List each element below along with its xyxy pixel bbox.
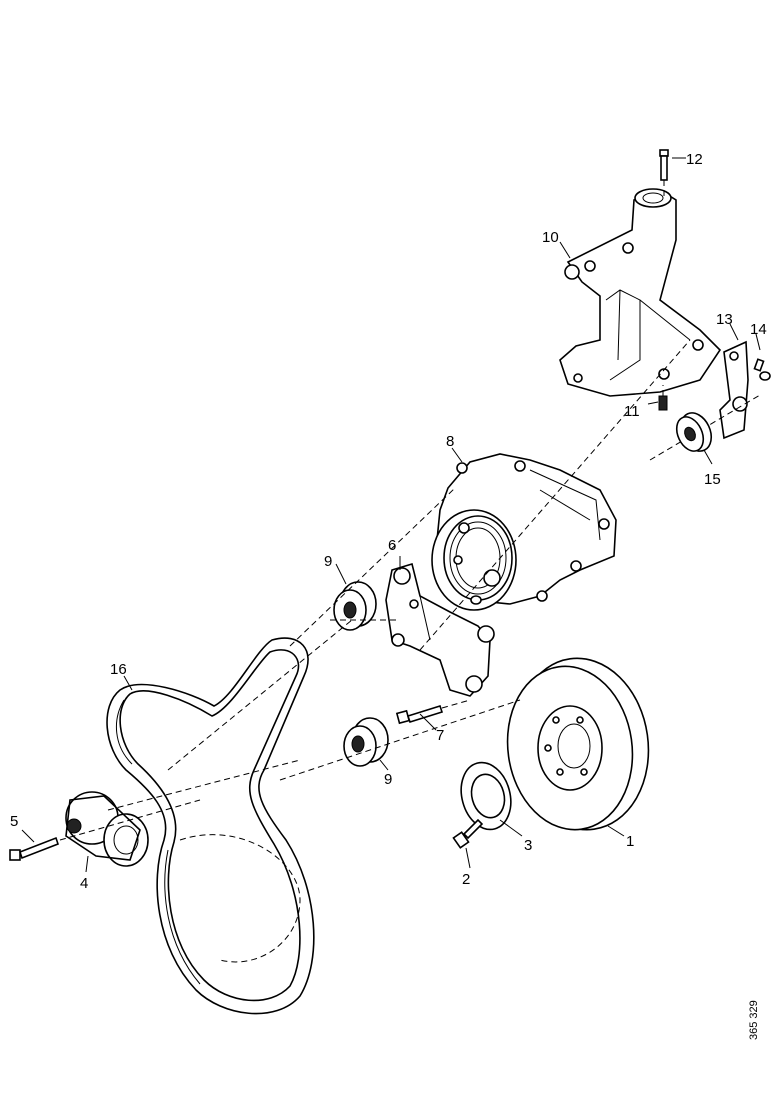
bolt-5 bbox=[9, 836, 59, 861]
callout-9-upper: 9 bbox=[324, 553, 332, 570]
callout-3: 3 bbox=[524, 837, 532, 854]
reference-number: 365 329 bbox=[748, 1000, 760, 1040]
callout-11: 11 bbox=[624, 403, 640, 420]
callout-8: 8 bbox=[446, 433, 454, 450]
bolt-14 bbox=[753, 358, 771, 381]
mounting-bracket-6 bbox=[385, 562, 495, 697]
callout-10: 10 bbox=[542, 229, 559, 246]
belt-tensioner-4 bbox=[65, 791, 149, 867]
idler-pulley-15 bbox=[649, 394, 761, 461]
callout-9-lower: 9 bbox=[384, 771, 392, 788]
idler-pulley-9-upper bbox=[333, 581, 377, 631]
callout-14: 14 bbox=[750, 321, 767, 338]
callout-2: 2 bbox=[462, 871, 470, 888]
callout-4: 4 bbox=[80, 875, 88, 892]
idler-pulley-9-lower bbox=[343, 717, 389, 767]
callout-15: 15 bbox=[704, 471, 721, 488]
water-pump-8 bbox=[431, 453, 617, 611]
callout-6: 6 bbox=[388, 537, 396, 554]
bolt-2 bbox=[452, 818, 484, 849]
leader-lines bbox=[21, 157, 761, 873]
support-bracket bbox=[559, 188, 722, 397]
poly-v-belt-16 bbox=[106, 637, 315, 1015]
callout-13: 13 bbox=[716, 311, 733, 328]
idler-bracket-13 bbox=[719, 340, 749, 440]
callout-12: 12 bbox=[686, 151, 703, 168]
alignment-lines bbox=[59, 339, 691, 963]
callout-7: 7 bbox=[436, 727, 444, 744]
callout-16: 16 bbox=[110, 661, 127, 678]
callout-5: 5 bbox=[10, 813, 18, 830]
bolt-12 bbox=[659, 149, 669, 200]
washer-plate-3 bbox=[460, 761, 512, 831]
stud-11 bbox=[658, 385, 668, 411]
bolt-7 bbox=[395, 699, 471, 725]
crankshaft-pulley-1 bbox=[506, 657, 650, 831]
callout-1: 1 bbox=[626, 833, 634, 850]
